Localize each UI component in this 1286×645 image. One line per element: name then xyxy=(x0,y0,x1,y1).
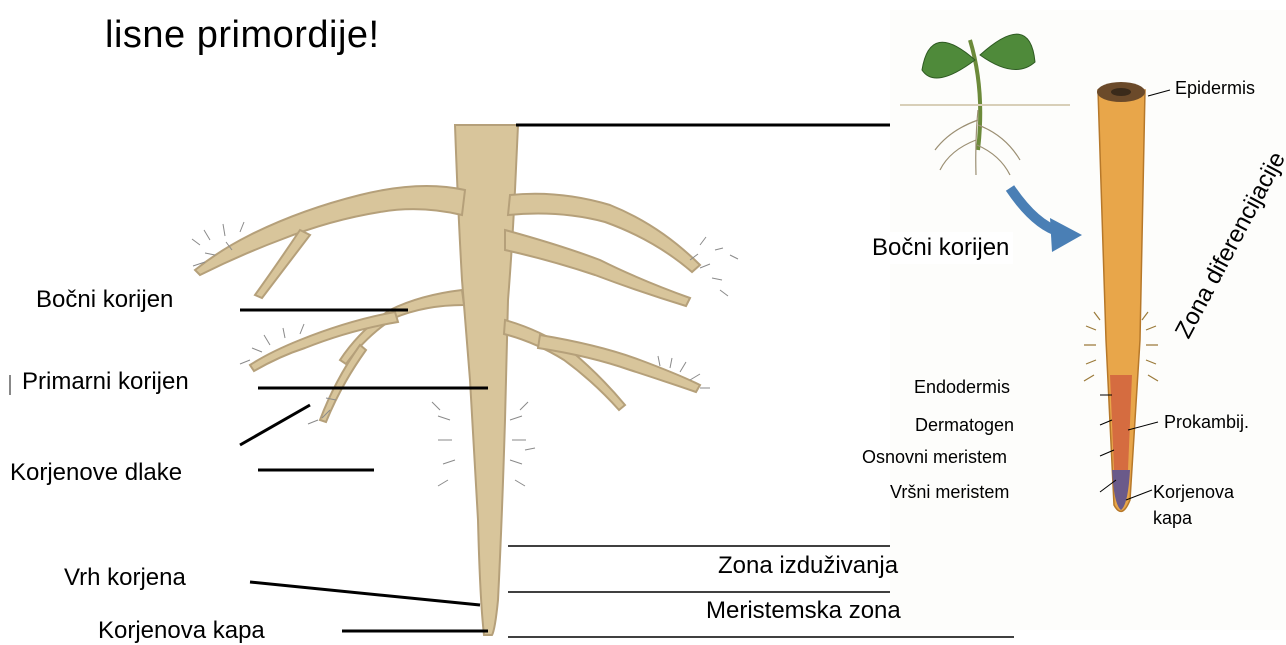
page-title: lisne primordije! xyxy=(105,14,380,57)
label-meristemska-zona: Meristemska zona xyxy=(706,597,901,625)
label-vrsni-meristem: Vršni meristem xyxy=(890,482,1009,503)
main-root-system xyxy=(195,125,700,635)
label-korjenova-kapa: Korjenova kapa xyxy=(98,617,265,645)
label-dermatogen: Dermatogen xyxy=(915,415,1014,436)
label-vrh-korjena: Vrh korjena xyxy=(64,564,186,592)
label-korjenova-right-1: Korjenova xyxy=(1153,482,1234,503)
label-korjenova-right-2: kapa xyxy=(1153,508,1192,529)
seedling-illustration xyxy=(890,10,1286,630)
label-primarni-korijen: Primarni korijen xyxy=(22,368,189,396)
label-prokambij: Prokambij. xyxy=(1164,412,1249,433)
label-korjenove-dlake: Korjenove dlake xyxy=(10,459,182,487)
label-osnovni-meristem: Osnovni meristem xyxy=(862,447,1007,468)
label-zona-izduzivanja: Zona izduživanja xyxy=(718,552,898,580)
label-endodermis: Endodermis xyxy=(914,377,1010,398)
label-bocni-korijen: Bočni korijen xyxy=(36,286,173,314)
label-epidermis: Epidermis xyxy=(1175,78,1255,99)
label-bocni-korijen-right: Bočni korijen xyxy=(868,232,1013,264)
